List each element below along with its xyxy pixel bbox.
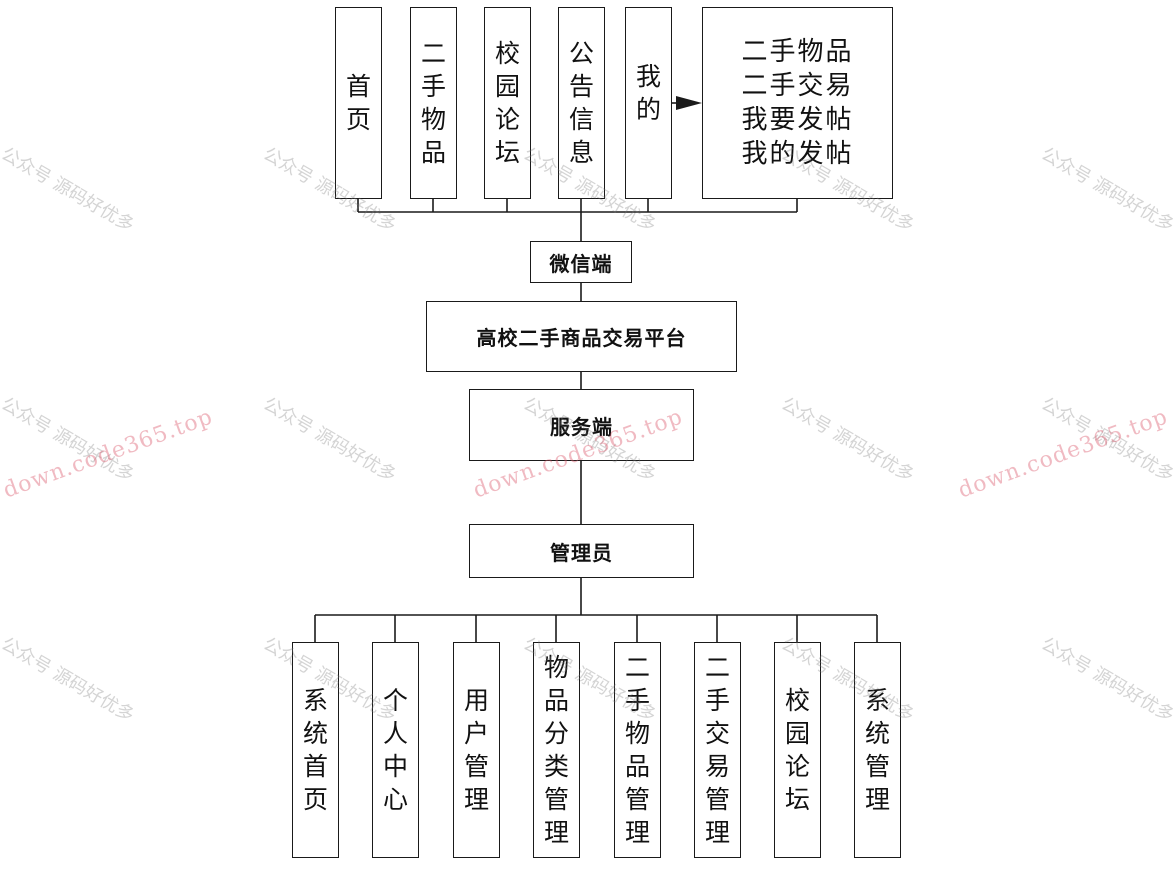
label-char: 页	[302, 785, 328, 814]
label-char: 理	[704, 818, 730, 847]
label-char: 中	[382, 752, 408, 781]
label-char: 系	[302, 686, 328, 715]
label-char: 我	[635, 62, 661, 91]
label-char: 易	[704, 752, 730, 781]
label-char: 手	[420, 72, 446, 101]
node-home: 首页	[335, 7, 382, 199]
node-system-management: 系统管理	[854, 642, 901, 858]
label-char: 系	[864, 686, 890, 715]
node-item-management: 二手物品管理	[614, 642, 661, 858]
label-char: 园	[494, 72, 520, 101]
label-char: 管	[624, 785, 650, 814]
label-char: 个	[382, 686, 408, 715]
node-label: 用户管理	[464, 684, 489, 816]
label-char: 分	[543, 719, 569, 748]
node-label: 系统首页	[303, 684, 328, 816]
label-char: 论	[784, 752, 810, 781]
label-char: 理	[864, 785, 890, 814]
node-label: 二手物品管理	[625, 651, 650, 849]
label-char: 管	[543, 785, 569, 814]
label-char: 校	[494, 39, 520, 68]
node-second-hand-items: 二手物品	[410, 7, 457, 199]
node-label: 校园论坛	[495, 37, 520, 169]
submenu-item: 二手物品	[741, 37, 854, 67]
label-char: 理	[543, 818, 569, 847]
label-char: 手	[704, 686, 730, 715]
submenu-item: 二手交易	[741, 71, 854, 101]
label-char: 信	[568, 105, 594, 134]
label-char: 管	[864, 752, 890, 781]
label-char: 管	[463, 752, 489, 781]
node-label: 二手物品	[421, 37, 446, 169]
label-char: 品	[624, 752, 650, 781]
node-platform: 高校二手商品交易平台	[426, 301, 737, 372]
label-char: 理	[463, 785, 489, 814]
node-label: 首页	[346, 70, 371, 136]
label-char: 人	[382, 719, 408, 748]
label-char: 息	[568, 138, 594, 167]
node-label: 管理员	[550, 540, 613, 565]
label-char: 首	[302, 752, 328, 781]
node-label: 校园论坛	[785, 684, 810, 816]
submenu-item: 我要发帖	[741, 105, 854, 135]
label-char: 坛	[494, 138, 520, 167]
label-char: 首	[345, 72, 371, 101]
submenu-item: 我的发帖	[741, 139, 854, 169]
node-campus-forum-admin: 校园论坛	[774, 642, 821, 858]
node-server: 服务端	[469, 389, 694, 461]
label-char: 交	[704, 719, 730, 748]
label-char: 二	[420, 39, 446, 68]
arrow-head-icon	[676, 96, 702, 110]
label-char: 统	[864, 719, 890, 748]
label-char: 园	[784, 719, 810, 748]
node-campus-forum: 校园论坛	[484, 7, 531, 199]
node-announcements: 公告信息	[558, 7, 605, 199]
node-label: 个人中心	[383, 684, 408, 816]
node-system-home: 系统首页	[292, 642, 339, 858]
label-char: 告	[568, 72, 594, 101]
label-char: 公	[568, 39, 594, 68]
label-char: 统	[302, 719, 328, 748]
label-char: 物	[624, 719, 650, 748]
node-trade-management: 二手交易管理	[694, 642, 741, 858]
submenu-list: 二手物品 二手交易 我要发帖 我的发帖	[741, 35, 853, 171]
label-char: 二	[704, 653, 730, 682]
label-char: 论	[494, 105, 520, 134]
node-label: 高校二手商品交易平台	[476, 326, 687, 350]
label-char: 心	[382, 785, 408, 814]
label-char: 理	[624, 818, 650, 847]
node-mine-submenu: 二手物品 二手交易 我要发帖 我的发帖	[702, 7, 893, 199]
label-char: 品	[543, 686, 569, 715]
node-label: 二手交易管理	[705, 651, 730, 849]
label-char: 坛	[784, 785, 810, 814]
node-wechat-client: 微信端	[530, 241, 632, 283]
node-user-management: 用户管理	[453, 642, 500, 858]
label-char: 的	[635, 95, 661, 124]
node-label: 微信端	[549, 251, 613, 276]
label-char: 二	[624, 653, 650, 682]
node-personal-center: 个人中心	[372, 642, 419, 858]
label-char: 页	[345, 105, 371, 134]
node-admin: 管理员	[469, 524, 694, 578]
label-char: 户	[463, 719, 489, 748]
node-label: 物品分类管理	[544, 651, 569, 849]
label-char: 手	[624, 686, 650, 715]
label-char: 校	[784, 686, 810, 715]
label-char: 物	[543, 653, 569, 682]
node-label: 公告信息	[569, 37, 594, 169]
node-label: 系统管理	[865, 684, 890, 816]
label-char: 品	[420, 138, 446, 167]
node-label: 我的	[636, 60, 661, 126]
node-category-management: 物品分类管理	[533, 642, 580, 858]
label-char: 管	[704, 785, 730, 814]
label-char: 用	[463, 686, 489, 715]
label-char: 物	[420, 105, 446, 134]
label-char: 类	[543, 752, 569, 781]
node-mine: 我的	[625, 7, 672, 199]
node-label: 服务端	[550, 414, 613, 439]
